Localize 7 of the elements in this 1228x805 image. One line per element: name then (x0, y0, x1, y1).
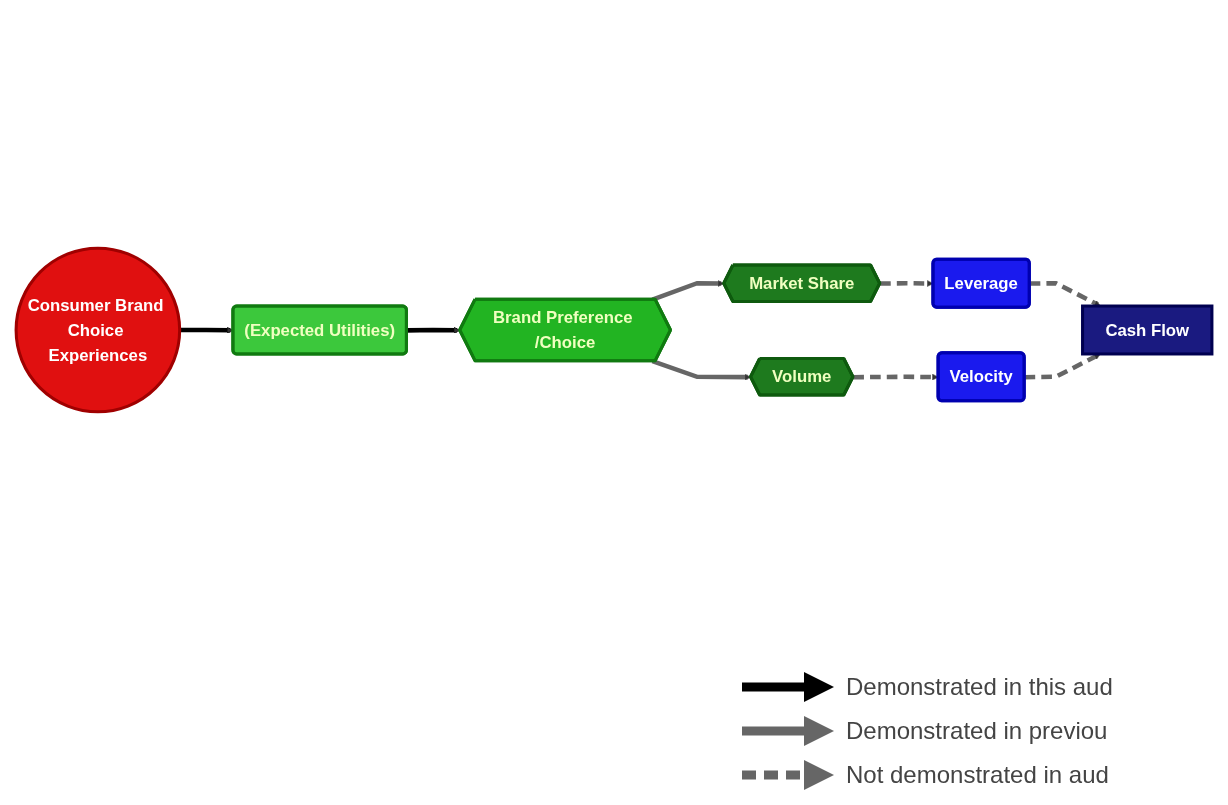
legend-text: Demonstrated in this aud (846, 673, 1113, 701)
legend-text: Demonstrated in previou (846, 717, 1108, 745)
node-circle: Consumer Brand Choice Experiences (14, 246, 182, 414)
legend-text: Not demonstrated in aud (846, 761, 1109, 789)
node-box: Cash Flow (1081, 304, 1214, 356)
arrow (651, 359, 752, 381)
arrow (880, 280, 934, 287)
